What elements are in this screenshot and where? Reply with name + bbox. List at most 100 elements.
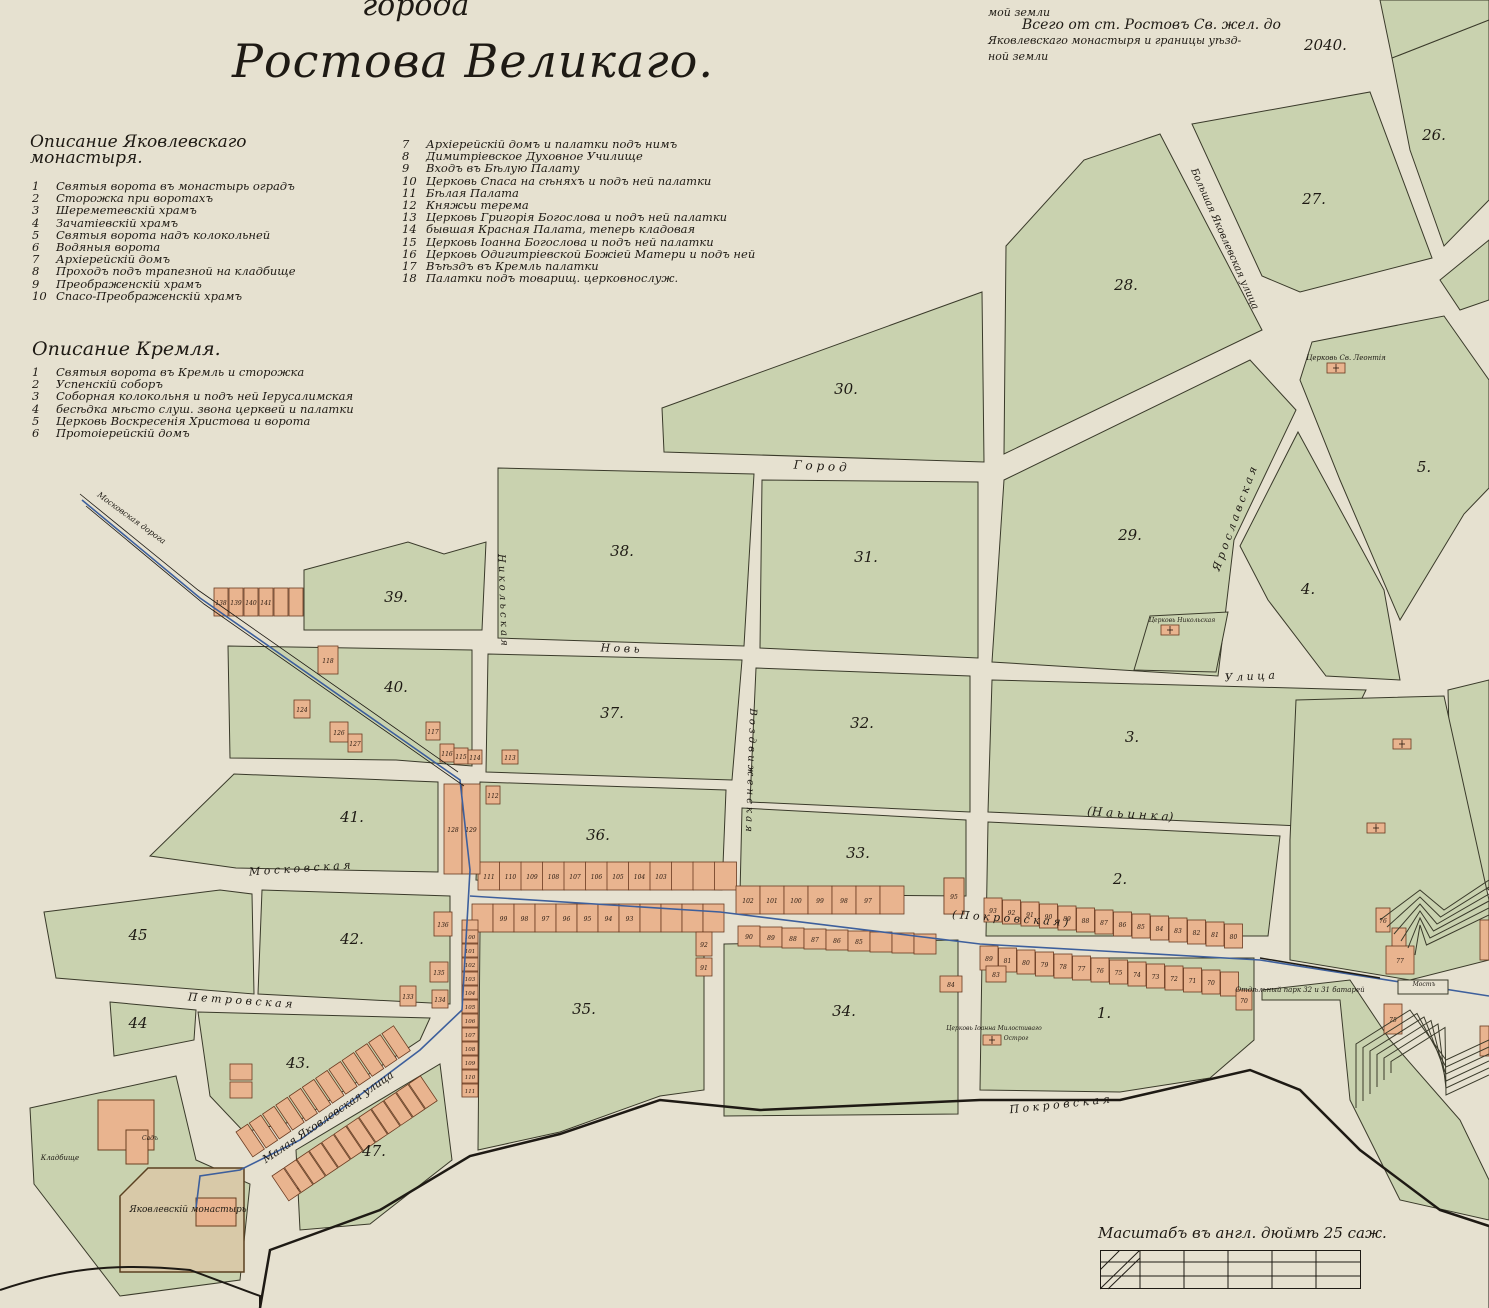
lot <box>368 1034 398 1068</box>
block-number-label: 45 <box>127 926 147 944</box>
lot-number: 85 <box>1137 924 1145 931</box>
earthwork-line <box>1400 900 1489 942</box>
lot: 141 <box>258 587 274 617</box>
lot <box>1479 919 1489 961</box>
lot-number: 71 <box>1189 978 1197 985</box>
lot: 115 <box>453 747 469 765</box>
legend-number: 15 <box>402 234 417 249</box>
lot: 128 <box>443 783 463 875</box>
lot-number: 108 <box>465 1047 476 1053</box>
legend-number: 12 <box>402 198 417 213</box>
lot <box>301 1078 332 1113</box>
church-icon <box>1366 822 1386 834</box>
lot: 91 <box>695 957 713 977</box>
lot: 77 <box>1385 945 1415 975</box>
block-number-label: 4. <box>1300 580 1315 598</box>
lot: 96 <box>555 903 578 933</box>
lot: 107 <box>563 861 587 891</box>
church-icon <box>1392 738 1412 750</box>
city-block <box>148 773 439 873</box>
lot: 104 <box>461 985 479 1000</box>
legend-number: 18 <box>402 271 417 286</box>
legend-number: 7 <box>32 252 40 267</box>
lot: 99 <box>492 903 515 933</box>
block-number-label: 37. <box>600 704 624 722</box>
lot-number: 105 <box>465 1005 476 1011</box>
lot-number: 87 <box>1100 920 1108 927</box>
lot: 86 <box>1113 911 1132 937</box>
street-label: Г о р о д <box>792 458 847 475</box>
city-block <box>1289 695 1489 981</box>
lot-number: 80 <box>1022 960 1030 967</box>
lot-number: 139 <box>230 600 242 607</box>
lot-number: 100 <box>790 898 802 905</box>
lot: 89 <box>759 926 783 948</box>
lot <box>869 931 893 953</box>
lot <box>283 1159 314 1194</box>
lot-number: 124 <box>296 707 308 714</box>
street-label: (Н а ь и н к а) <box>1087 804 1174 824</box>
lot-number: 90 <box>1045 914 1053 921</box>
lot: 97 <box>534 903 557 933</box>
legend-text: Соборная колокольня и подъ ней Іерусалим… <box>56 389 354 404</box>
lot: 81 <box>1205 921 1225 947</box>
city-block <box>723 939 959 1117</box>
lot <box>879 885 905 915</box>
lot-number: 73 <box>1152 974 1160 981</box>
lot-number: 106 <box>591 874 603 881</box>
lot-number: 114 <box>469 755 481 762</box>
lot: 97 <box>855 885 881 915</box>
block-number-label: 35. <box>572 1000 596 1018</box>
legend-text: Святыя ворота въ монастырь оградъ <box>56 179 295 193</box>
lot-number: 84 <box>947 982 955 989</box>
street-label: В о з д в и ж е н с к а я <box>743 707 758 832</box>
lot: 79 <box>1035 951 1054 977</box>
block-number-label: 43. <box>285 1054 310 1072</box>
lot: 106 <box>461 1013 479 1028</box>
lot-number: 109 <box>465 1061 476 1067</box>
earthwork-line <box>1362 1012 1489 1101</box>
lot: 110 <box>461 1069 479 1084</box>
lot-number: 90 <box>745 934 753 941</box>
lot: 90 <box>737 925 761 947</box>
lot: 103 <box>649 861 673 891</box>
block-number-label: 26. <box>1421 126 1446 144</box>
lot <box>296 1150 326 1185</box>
lot-number: 107 <box>569 874 581 881</box>
lot-number: 88 <box>1082 918 1090 925</box>
lot <box>370 1100 401 1135</box>
lot-number: 127 <box>349 741 361 748</box>
lot-number: 113 <box>504 755 516 762</box>
legend-text: Проходъ подъ трапезной на кладбище <box>56 264 296 279</box>
lot-number: 111 <box>483 874 494 881</box>
block-number-label: 5. <box>1417 458 1431 476</box>
lot: 117 <box>425 721 441 741</box>
lot: 129 <box>461 783 481 875</box>
lot-number: 138 <box>215 600 227 607</box>
small-label-bridge: Мостъ <box>1412 981 1436 988</box>
city-block <box>43 889 255 995</box>
lot <box>248 1114 279 1149</box>
lake-shore <box>258 1068 1489 1308</box>
lot-number: 106 <box>465 1019 476 1025</box>
lot: 116 <box>439 743 455 763</box>
lot-number: 95 <box>584 916 592 923</box>
legend-number: 2 <box>32 191 40 206</box>
small-label-garden: Садъ <box>142 1135 158 1142</box>
block-number-label: 36. <box>586 826 610 844</box>
lot: 109 <box>520 861 544 891</box>
lot-number: 81 <box>1004 958 1012 965</box>
lot: 105 <box>606 861 630 891</box>
legend-number: 11 <box>402 185 417 200</box>
lot-number: 134 <box>434 997 446 1004</box>
